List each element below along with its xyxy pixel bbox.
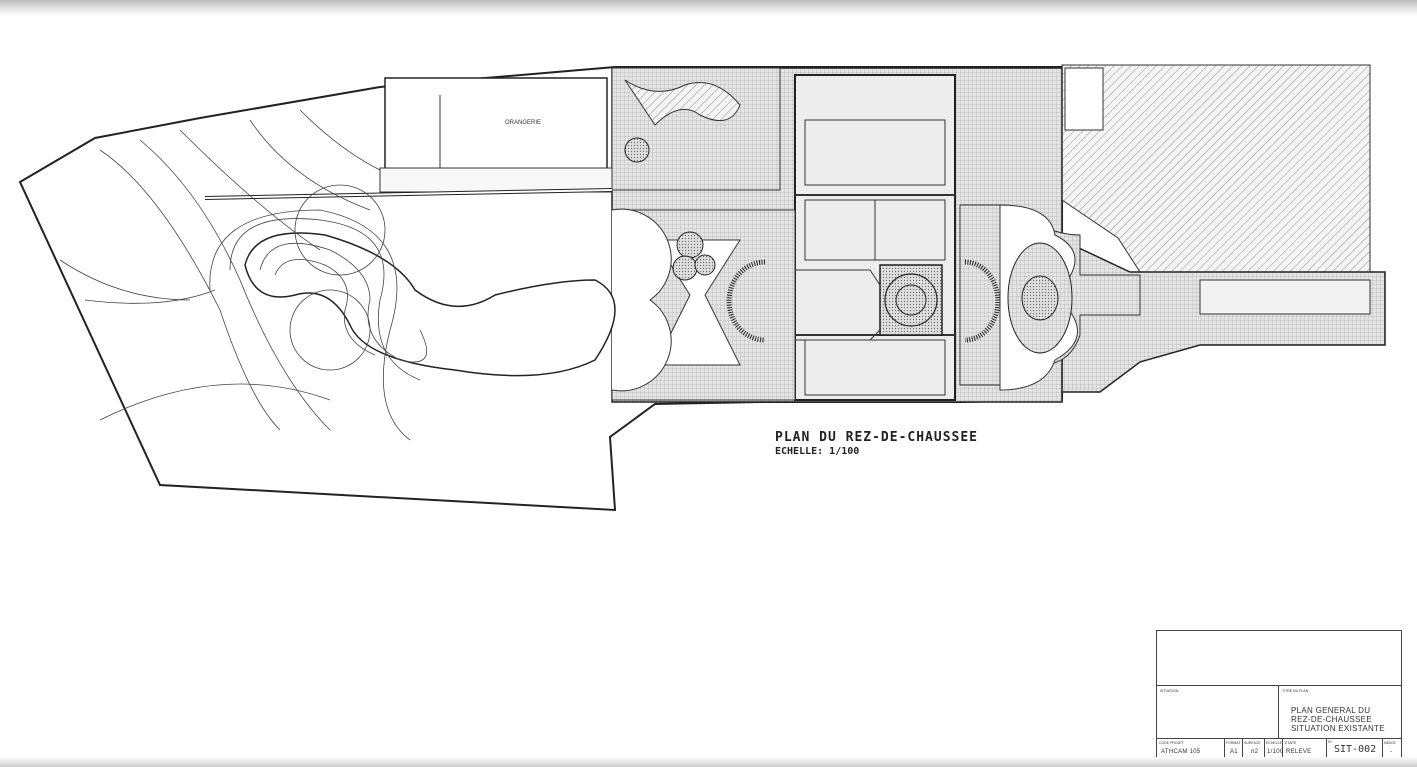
plan-title-line: PLAN GENERAL DU (1291, 706, 1371, 715)
format-label: FORMAT (1226, 741, 1241, 745)
plan-title-line: SITUATION EXISTANTE (1291, 724, 1385, 733)
index: - (1390, 749, 1393, 755)
east-steps (964, 259, 1001, 343)
index-label: INDICE (1384, 741, 1396, 745)
surface-label: SURFACE (1244, 741, 1261, 745)
stage-label: ETAPE (1285, 741, 1297, 745)
tree (624, 137, 650, 163)
orangerie (384, 77, 608, 179)
contour-lines (59, 109, 428, 441)
east-wing-room (1199, 279, 1371, 315)
scale: 1/100 (1267, 749, 1284, 755)
format-cell: FORMAT A1 (1225, 739, 1243, 759)
drawing-number: SIT-002 (1334, 744, 1377, 755)
project-code-cell: CODE PROJET ATHCAM 105 (1157, 739, 1225, 759)
number-label: N° (1328, 740, 1332, 744)
tree (672, 255, 698, 281)
surface: n2 (1251, 749, 1259, 755)
plan-title-line: REZ-DE-CHAUSSEE (1291, 715, 1372, 724)
scan-edge-bottom (0, 757, 1417, 767)
stage: RELEVE (1286, 749, 1312, 755)
plan-title: PLAN DU REZ-DE-CHAUSSEE (775, 430, 979, 445)
tree (694, 254, 716, 276)
project-code-label: CODE PROJET (1159, 741, 1184, 745)
situation-cell: SITUATION (1157, 686, 1279, 739)
scan-edge-top (0, 0, 1417, 16)
number-cell: N°SIT-002 (1327, 739, 1383, 759)
scale-cell: ECHELLE 1/100 (1265, 739, 1283, 759)
neighbour-plot (1061, 64, 1371, 273)
plan-title-label: TITRE DU PLAN (1282, 689, 1309, 693)
room-label-orangerie: ORANGERIE (505, 120, 542, 126)
scale-label: ECHELLE (1266, 741, 1282, 745)
pond (244, 232, 616, 377)
gallery (379, 167, 613, 193)
address-row (1157, 631, 1401, 686)
plan-title-cell: TITRE DU PLAN PLAN GENERAL DU REZ-DE-CHA… (1279, 686, 1401, 739)
rotunda (879, 264, 943, 336)
surface-cell: SURFACE n2 (1243, 739, 1265, 759)
tree (676, 231, 704, 259)
format: A1 (1230, 749, 1238, 755)
stage-cell: ETAPE RELEVE (1283, 739, 1327, 759)
project-code: ATHCAM 105 (1161, 749, 1201, 755)
neighbour-annex (1064, 67, 1104, 131)
west-steps (726, 259, 766, 343)
plan-scale: ECHELLE: 1/100 (775, 446, 860, 457)
title-block: SITUATION TITRE DU PLAN PLAN GENERAL DU … (1156, 630, 1402, 760)
index-cell: INDICE - (1383, 739, 1401, 759)
situation-label: SITUATION (1160, 689, 1179, 693)
